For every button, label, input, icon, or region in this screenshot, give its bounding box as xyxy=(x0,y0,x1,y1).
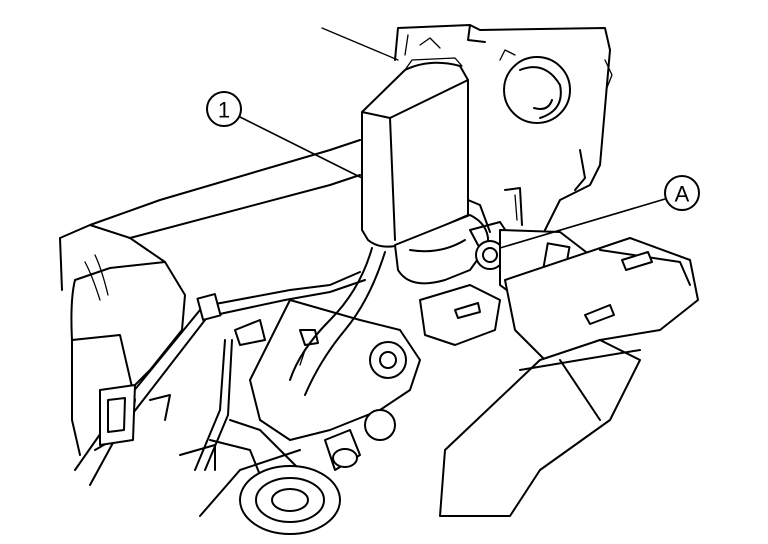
pivot-bolt-icon xyxy=(369,341,407,379)
seat-back-frame xyxy=(394,24,613,231)
connector-icon xyxy=(196,293,222,321)
seat-belt-buckle xyxy=(361,57,491,285)
seat-frame-left xyxy=(59,139,361,471)
callout-1-label: 1 xyxy=(218,98,230,123)
seat-back-edge xyxy=(321,27,399,61)
seat-frame-lower xyxy=(199,284,501,535)
callout-A: A xyxy=(499,175,700,249)
seat-rail xyxy=(439,237,699,517)
recliner-spring-icon xyxy=(239,465,341,535)
callout-1: 1 xyxy=(206,91,363,179)
recliner-knob-icon xyxy=(503,56,571,124)
callout-A-label: A xyxy=(675,182,690,207)
callout-1-leader xyxy=(237,115,363,179)
wire-harness xyxy=(74,247,386,486)
callout-A-leader xyxy=(499,198,666,249)
